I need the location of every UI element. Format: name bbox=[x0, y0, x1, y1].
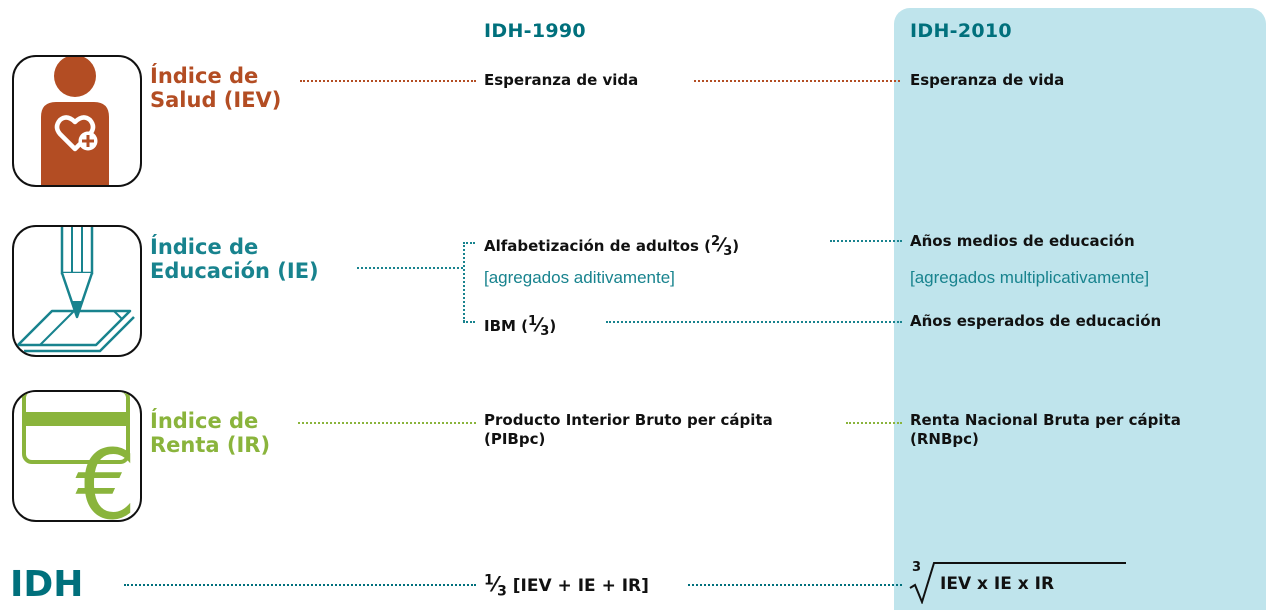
idh-2010-formula-text: IEV x IE x IR bbox=[940, 574, 1055, 594]
education-connector-ibm bbox=[606, 321, 902, 323]
education-index-title-line2: Educación (IE) bbox=[150, 259, 319, 283]
health-index-title-line1: Índice de bbox=[150, 64, 259, 88]
ibm-fraction-numerator: 1 bbox=[528, 314, 538, 329]
education-2010-item-mean-years: Años medios de educación bbox=[910, 232, 1135, 250]
card-euro-icon: € bbox=[22, 392, 137, 520]
svg-text:€: € bbox=[75, 429, 136, 520]
health-connector-2010 bbox=[694, 80, 900, 82]
education-1990-note: [agregados aditivamente] bbox=[484, 268, 675, 287]
income-icon-box: € bbox=[12, 390, 142, 522]
ibm-fraction-denominator: 3 bbox=[540, 324, 550, 339]
literacy-fraction-numerator: 2 bbox=[711, 234, 721, 249]
income-2010-line2: (RNBpc) bbox=[910, 430, 979, 448]
health-2010-value: Esperanza de vida bbox=[910, 71, 1065, 89]
ibm-label: IBM ( bbox=[484, 317, 529, 335]
root-index: 3 bbox=[912, 560, 922, 575]
education-connector-main bbox=[357, 267, 463, 269]
education-connector-literacy bbox=[830, 240, 902, 242]
health-index-title-line2: Salud (IEV) bbox=[150, 88, 282, 112]
education-icon-box bbox=[12, 225, 142, 357]
education-2010-note: [agregados multiplicativamente] bbox=[910, 268, 1150, 287]
literacy-label: Alfabetización de adultos ( bbox=[484, 237, 712, 255]
idh-1990-fraction-denominator: 3 bbox=[497, 583, 507, 600]
idh-2010-column-panel bbox=[894, 8, 1266, 610]
idh-1990-formula: 1⁄3 [IEV + IE + IR] bbox=[484, 572, 649, 600]
person-heart-icon bbox=[41, 57, 109, 185]
income-connector-1990 bbox=[298, 422, 476, 424]
income-1990-line1: Producto Interior Bruto per cápita bbox=[484, 411, 773, 429]
pencil-book-icon bbox=[16, 227, 135, 353]
idh-connector-1990 bbox=[124, 584, 476, 586]
idh-label: IDH bbox=[10, 564, 84, 605]
idh-1990-fraction-numerator: 1 bbox=[484, 572, 494, 589]
health-connector-1990 bbox=[300, 80, 476, 82]
idh-1990-formula-text: [IEV + IE + IR] bbox=[512, 576, 649, 596]
idh-connector-2010 bbox=[688, 584, 902, 586]
column-title-idh-2010: IDH-2010 bbox=[910, 20, 1012, 42]
education-1990-item-literacy: Alfabetización de adultos (2⁄3) bbox=[484, 234, 740, 259]
education-2010-item-expected-years: Años esperados de educación bbox=[910, 312, 1162, 330]
income-1990-line2: (PIBpc) bbox=[484, 430, 546, 448]
idh-2010-formula: 3 IEV x IE x IR bbox=[908, 560, 1128, 604]
health-1990-value: Esperanza de vida bbox=[484, 71, 639, 89]
education-index-title-line1: Índice de bbox=[150, 235, 259, 259]
income-index-title-line2: Renta (IR) bbox=[150, 433, 271, 457]
cube-root-sign-icon bbox=[909, 562, 1126, 604]
income-connector-2010 bbox=[846, 422, 902, 424]
health-icon-box bbox=[12, 55, 142, 187]
education-1990-item-ibm: IBM (1⁄3) bbox=[484, 314, 557, 339]
literacy-fraction-denominator: 3 bbox=[723, 244, 733, 259]
education-bracket-bottom bbox=[463, 321, 475, 323]
education-bracket bbox=[463, 242, 465, 322]
income-2010-line1: Renta Nacional Bruta per cápita bbox=[910, 411, 1181, 429]
income-index-title-line1: Índice de bbox=[150, 409, 259, 433]
education-bracket-top bbox=[463, 242, 475, 244]
column-title-idh-1990: IDH-1990 bbox=[484, 20, 586, 42]
